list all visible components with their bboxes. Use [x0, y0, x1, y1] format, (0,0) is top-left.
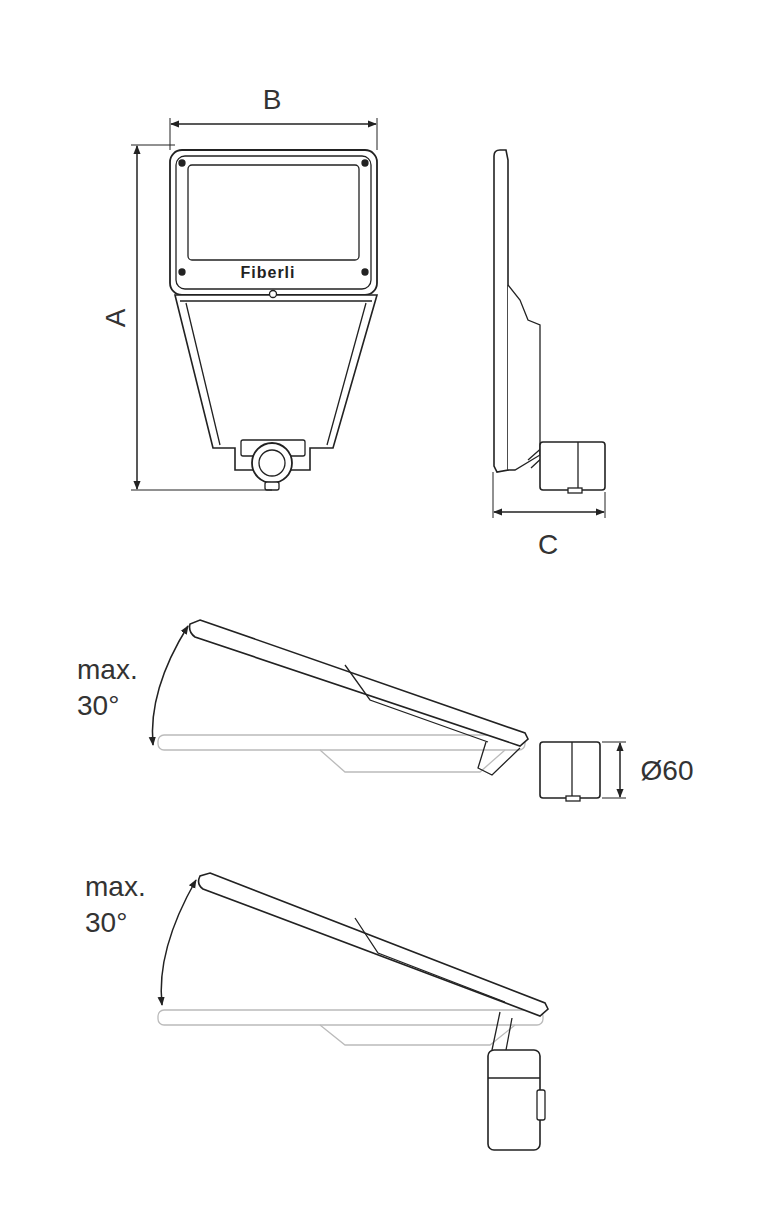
tilted-body	[355, 918, 505, 1002]
front-dimensions	[131, 118, 377, 490]
screw	[179, 269, 185, 275]
tilted-bracket	[492, 1012, 512, 1050]
tilt-view-post-top	[161, 873, 548, 1150]
dimension-line	[136, 146, 138, 489]
side-dimensions	[493, 472, 605, 518]
lamp-rim	[176, 156, 371, 289]
lamp-window	[188, 165, 359, 260]
tilted-plate	[199, 873, 548, 1016]
cylinder-seam	[577, 442, 578, 490]
ghost-body	[320, 1025, 515, 1045]
tilt-view-side-entry	[152, 620, 626, 801]
mount-foot	[566, 796, 580, 801]
mount-circle	[252, 443, 292, 483]
cylinder-seam	[488, 1077, 540, 1078]
tilted-bracket	[478, 742, 520, 775]
lamp-head	[170, 150, 377, 295]
side-view	[494, 150, 605, 493]
extension-line	[602, 742, 626, 798]
ghost-body	[320, 750, 505, 772]
side-body	[508, 285, 540, 470]
brand-logo: Fiberli	[240, 263, 295, 282]
angle-arc	[161, 880, 196, 1005]
mount-foot	[568, 488, 582, 493]
mount-clip	[537, 1090, 545, 1120]
ghost-plate	[158, 735, 525, 750]
extension-line	[131, 145, 272, 490]
dimension-letter: B	[263, 83, 282, 117]
mount-inner	[259, 450, 285, 476]
mount-cylinder	[540, 742, 600, 798]
screw	[362, 269, 368, 275]
extension-line	[493, 472, 605, 518]
mount-bump	[265, 482, 279, 490]
dimension-letter: A	[98, 309, 132, 328]
body-edge	[180, 301, 372, 445]
cylinder-seam	[571, 742, 572, 798]
screw	[362, 160, 368, 166]
tilted-body	[345, 665, 488, 742]
dimension-line	[171, 123, 376, 125]
dimension-letter: C	[538, 528, 558, 562]
mount-cylinder	[540, 442, 605, 490]
sensor-dot	[270, 291, 277, 298]
diameter-dimension: Ø60	[641, 754, 694, 788]
angle-arc	[152, 626, 188, 745]
dimension-line	[619, 743, 621, 797]
dimension-line	[494, 511, 604, 513]
front-view	[170, 150, 377, 490]
side-plate	[494, 150, 508, 472]
screw	[179, 160, 185, 166]
angle-note: max. 30°	[77, 652, 147, 725]
tilted-plate	[190, 620, 528, 746]
mount-cylinder	[488, 1050, 540, 1150]
angle-note: max. 30°	[85, 869, 155, 942]
extension-line	[170, 118, 377, 150]
ghost-plate	[158, 1010, 543, 1025]
